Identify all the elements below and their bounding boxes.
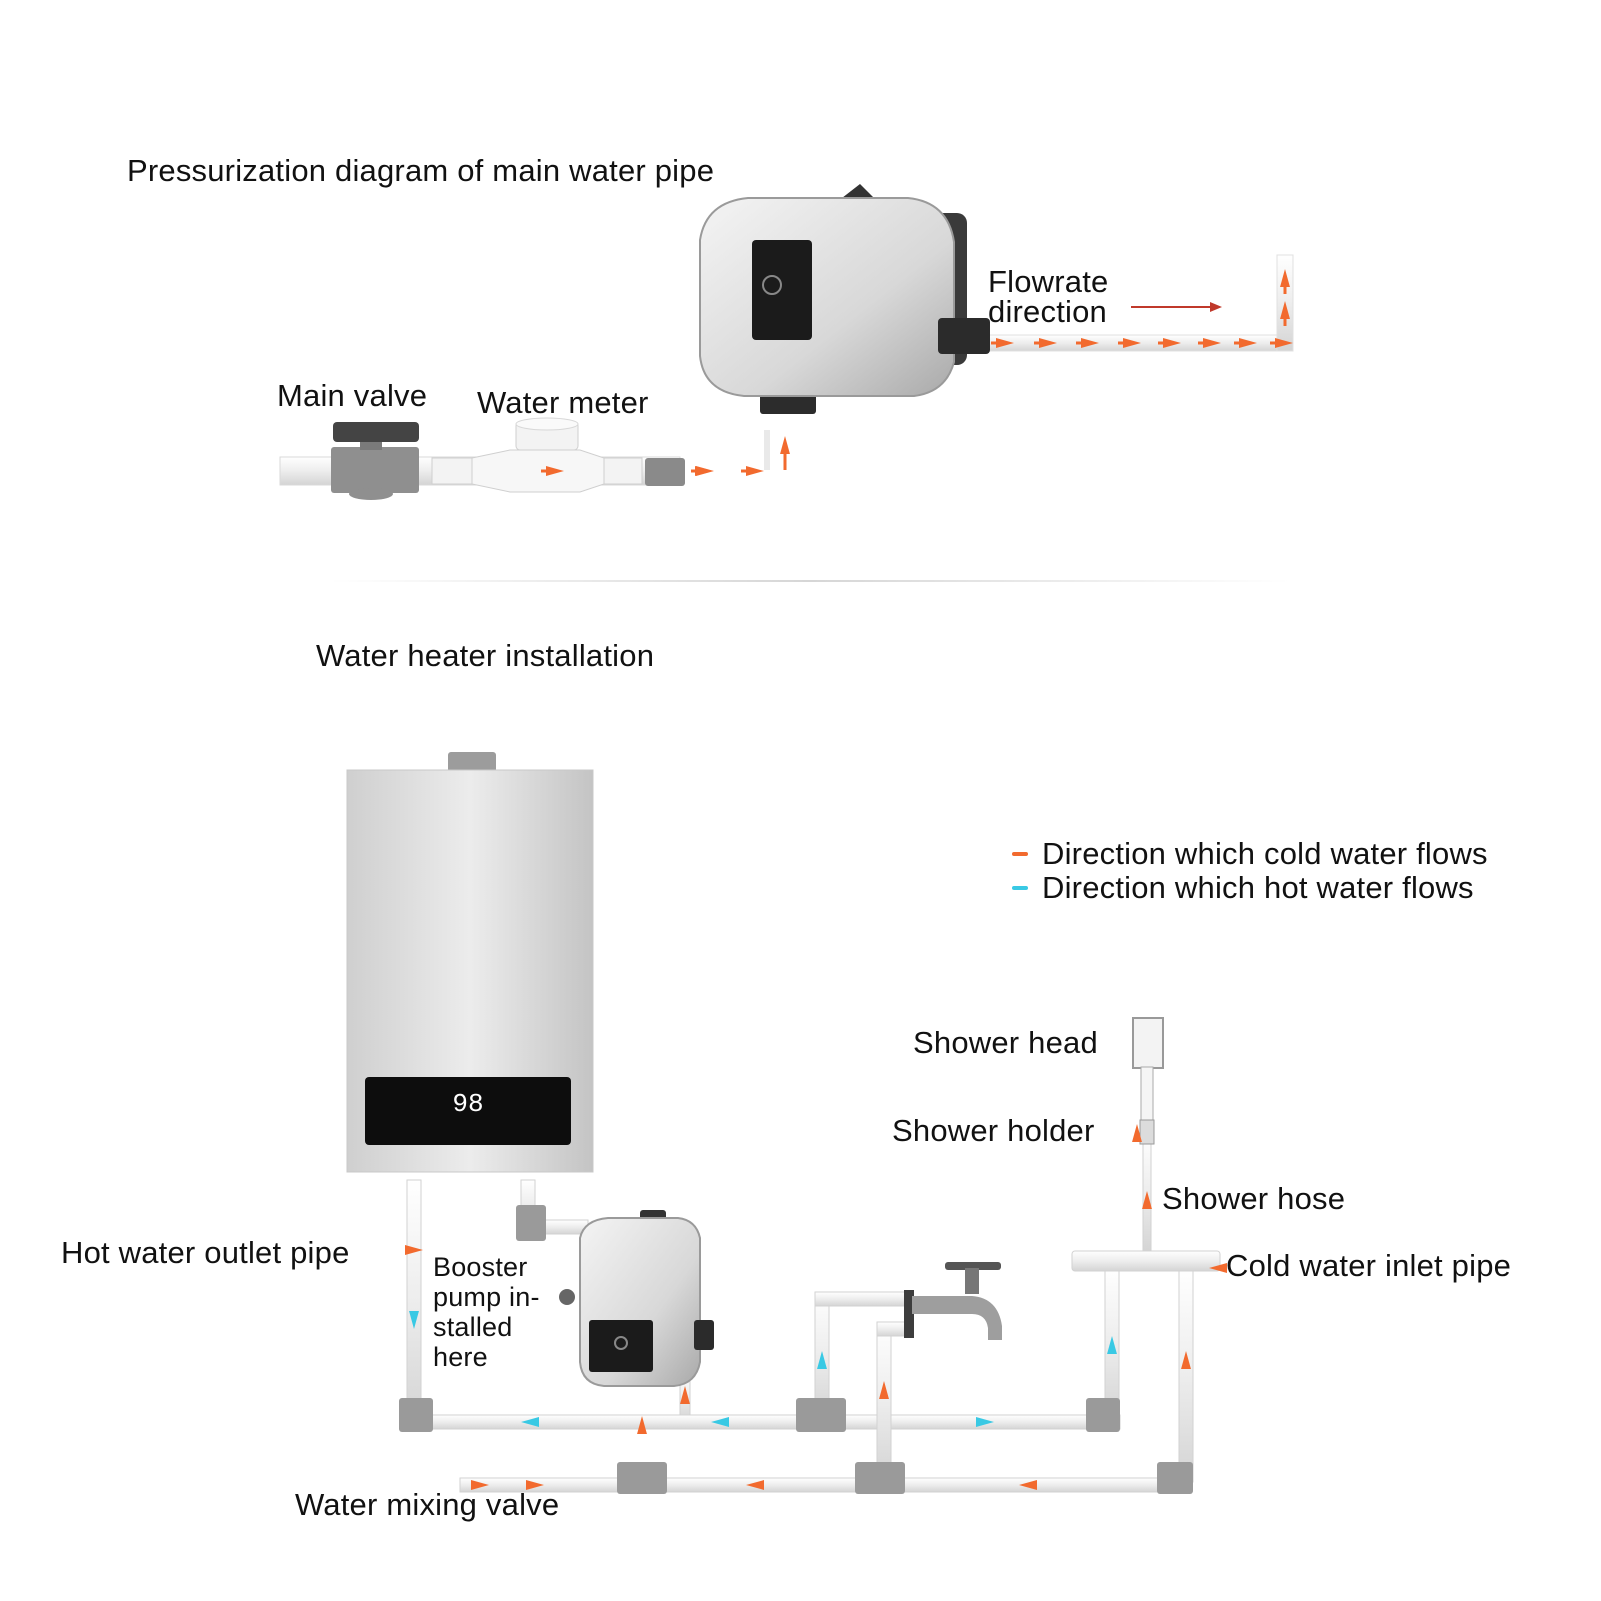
flow-arrow-icon: [526, 1480, 544, 1490]
flow-arrow-icon: [1280, 269, 1290, 287]
flow-arrow-icon: [1142, 1191, 1152, 1209]
flow-arrow-icon: [879, 1381, 889, 1399]
flow-arrow-icon: [1019, 1480, 1037, 1490]
booster-line-4: here: [433, 1342, 488, 1372]
flow-arrow-icon: [746, 1480, 764, 1490]
booster-line-1: Booster: [433, 1252, 528, 1282]
booster-pump-icon: [559, 1210, 714, 1387]
flow-arrow-icon: [471, 1480, 489, 1490]
water-meter-label: Water meter: [477, 385, 649, 420]
hot-arrow-icon: [1012, 885, 1028, 890]
flow-arrow-icon: [1181, 1351, 1191, 1369]
shower-head-label: Shower head: [913, 1025, 1098, 1060]
legend-cold-text: Direction which cold water flows: [1042, 836, 1488, 871]
hot-outlet-label: Hot water outlet pipe: [61, 1235, 350, 1270]
main-valve-label: Main valve: [277, 378, 428, 413]
heater-display: 98: [452, 1089, 483, 1119]
legend-hot: Direction which hot water flows: [1012, 872, 1474, 903]
booster-pump-label: Booster pump in- stalled here: [433, 1252, 540, 1372]
water-heater-icon: 98: [346, 752, 594, 1173]
bottom-section-title: Water heater installation: [316, 638, 655, 673]
flowrate-line-2: direction: [988, 294, 1107, 329]
flow-arrow-icon: [405, 1245, 423, 1255]
flow-arrow-icon: [637, 1416, 647, 1434]
flow-arrow-icon: [546, 466, 564, 476]
section-divider: [330, 580, 1290, 582]
flow-arrow-icon: [1275, 338, 1293, 348]
flowrate-line-1: Flowrate: [988, 264, 1109, 299]
flow-arrow-icon: [1209, 1263, 1227, 1273]
ball-valve-icon: [331, 422, 419, 500]
flow-arrow-icon: [711, 1417, 729, 1427]
flow-arrow-icon: [1039, 338, 1057, 348]
flow-arrow-icon: [817, 1351, 827, 1369]
booster-line-3: stalled: [433, 1312, 513, 1342]
flow-arrow-icon: [1132, 1124, 1142, 1142]
booster-pump-icon: [699, 184, 990, 414]
shower-holder-label: Shower holder: [892, 1113, 1095, 1148]
flow-arrow-icon: [1280, 301, 1290, 319]
legend-hot-text: Direction which hot water flows: [1042, 870, 1474, 905]
flow-arrow-icon: [746, 466, 764, 476]
flow-arrow-icon: [1163, 338, 1181, 348]
shower-head-icon: [1132, 1017, 1164, 1145]
legend-cold: Direction which cold water flows: [1012, 838, 1488, 869]
mixing-valve-label: Water mixing valve: [295, 1487, 560, 1522]
pipe-fittings: [399, 1205, 1193, 1494]
flow-arrow-icon: [780, 436, 790, 454]
flowrate-direction-label: Flowrate direction: [988, 264, 1109, 329]
cold-inlet-label: Cold water inlet pipe: [1226, 1248, 1512, 1283]
flow-arrow-icon: [521, 1417, 539, 1427]
flow-arrow-icon: [409, 1311, 419, 1329]
water-meter-icon: [431, 417, 685, 493]
cold-arrow-icon: [1012, 851, 1028, 856]
flow-arrow-icon: [680, 1386, 690, 1404]
flow-arrow-icon: [1239, 338, 1257, 348]
flow-arrow-icon: [996, 338, 1014, 348]
plumbing-pipes: [406, 1131, 1221, 1493]
flow-arrow-icon: [1081, 338, 1099, 348]
top-section-title: Pressurization diagram of main water pip…: [127, 153, 715, 188]
flow-arrows: [405, 269, 1293, 1490]
shower-hose-label: Shower hose: [1162, 1181, 1346, 1216]
flow-arrow-icon: [1107, 1336, 1117, 1354]
flow-arrow-icon: [1123, 338, 1141, 348]
flow-arrow-icon: [696, 466, 714, 476]
flow-arrow-icon: [976, 1417, 994, 1427]
faucet-icon: [904, 1262, 1002, 1340]
flow-arrow-icon: [1203, 338, 1221, 348]
booster-line-2: pump in-: [433, 1282, 540, 1312]
